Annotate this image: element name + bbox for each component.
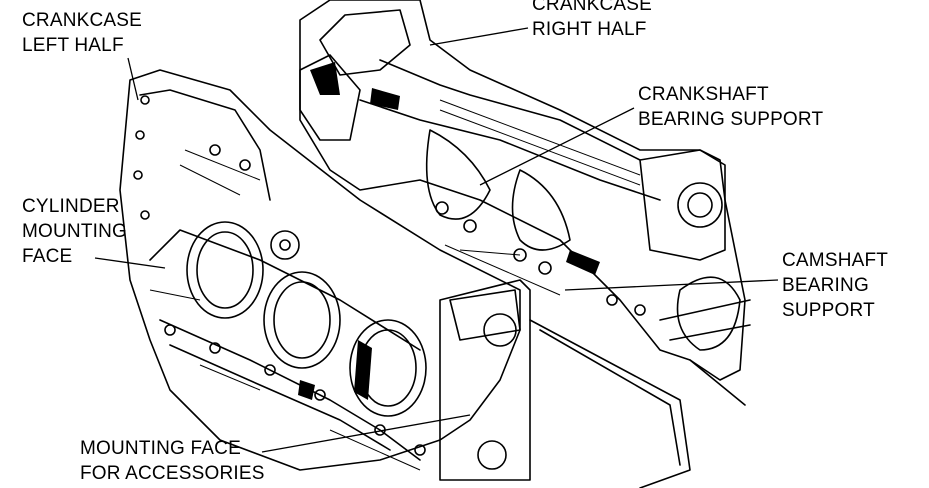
- leader-camshaft-bearing: [564, 279, 779, 291]
- label-crankcase-right-half: CRANKCASE RIGHT HALF: [532, 0, 652, 42]
- label-camshaft-bearing-support: CAMSHAFT BEARING SUPPORT: [782, 248, 888, 323]
- label-line: LEFT HALF: [22, 35, 124, 56]
- label-line: CRANKCASE: [22, 10, 143, 31]
- leader-lines: [94, 27, 779, 453]
- label-line: CYLINDER: [22, 196, 120, 217]
- label-line: CRANKCASE: [532, 0, 653, 15]
- label-line: RIGHT HALF: [532, 19, 647, 40]
- crankcase-left-half-drawing: [119, 69, 691, 488]
- label-line: BEARING: [782, 275, 869, 296]
- label-line: MOUNTING FACE: [80, 438, 241, 459]
- leader-mounting-face: [261, 414, 471, 453]
- leader-crankshaft-bearing: [479, 107, 635, 186]
- label-line: FOR ACCESSORIES: [80, 463, 265, 484]
- crankcase-right-half-drawing: [299, 0, 751, 406]
- leader-crankcase-right: [429, 27, 529, 46]
- label-line: CAMSHAFT: [782, 250, 889, 271]
- label-cylinder-mounting-face: CYLINDER MOUNTING FACE: [22, 194, 127, 269]
- label-line: CRANKSHAFT: [638, 84, 769, 105]
- label-crankcase-left-half: CRANKCASE LEFT HALF: [22, 8, 142, 58]
- label-line: FACE: [22, 246, 73, 267]
- leader-cylinder-mounting: [94, 257, 166, 269]
- label-line: BEARING SUPPORT: [638, 109, 824, 130]
- leader-crankcase-left: [127, 57, 139, 101]
- label-mounting-face-for-accessories: MOUNTING FACE FOR ACCESSORIES: [80, 436, 265, 486]
- label-line: SUPPORT: [782, 300, 875, 321]
- label-crankshaft-bearing-support: CRANKSHAFT BEARING SUPPORT: [638, 82, 823, 132]
- label-line: MOUNTING: [22, 221, 128, 242]
